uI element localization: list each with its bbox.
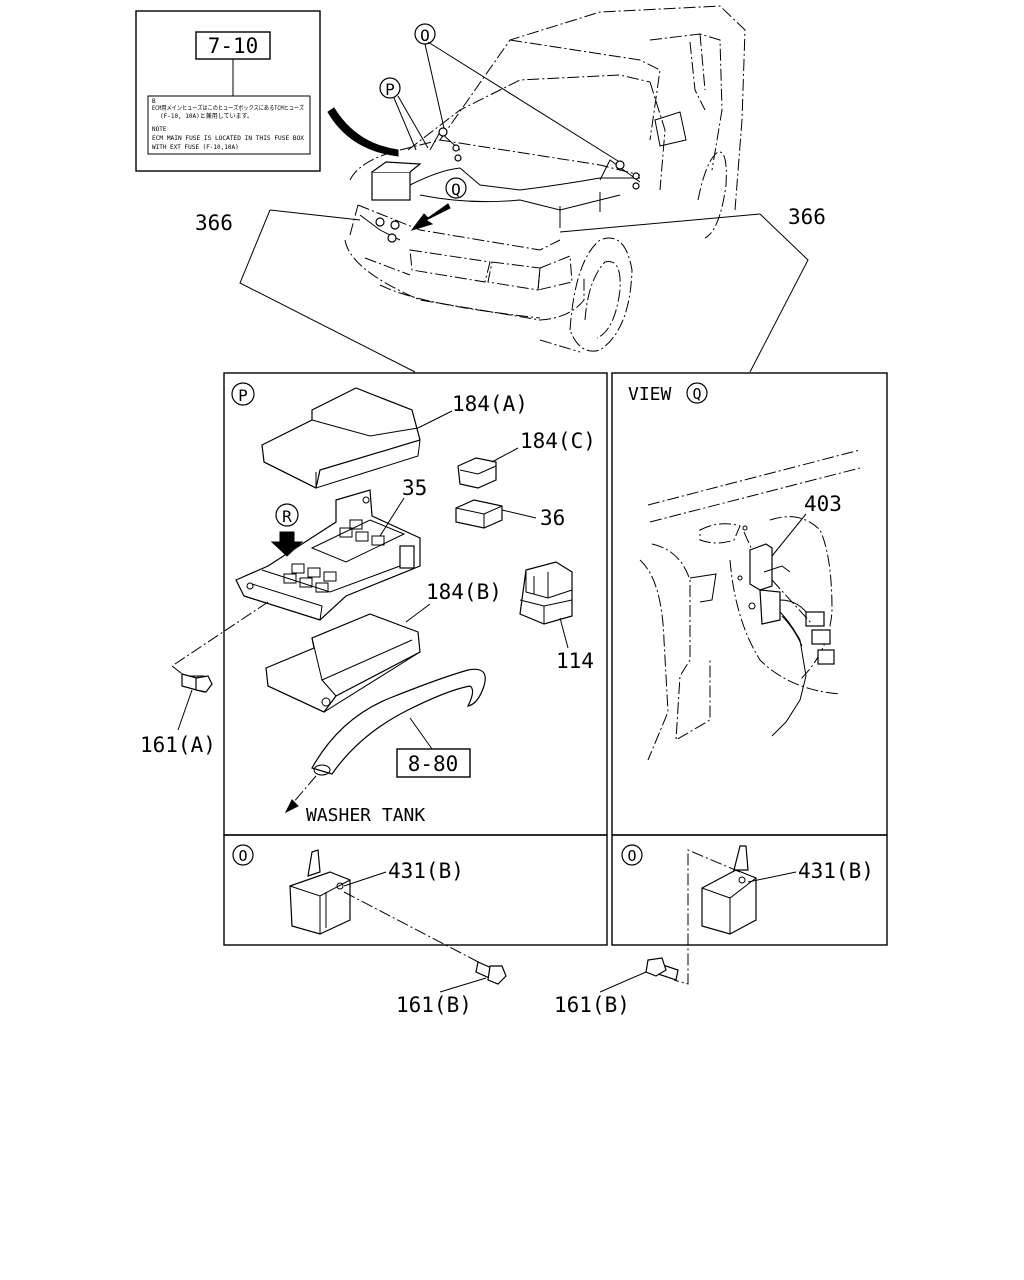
panel-o-right: O 431(B) xyxy=(611,834,888,985)
marker-o-right-label: O xyxy=(627,847,636,865)
note-en-line2: WITH EXT FUSE (F-10,10A) xyxy=(152,144,239,151)
marker-o-right xyxy=(621,844,643,866)
marker-q-top-label: Q xyxy=(451,180,461,199)
label-184a: 184(A) xyxy=(452,392,528,416)
marker-p-top xyxy=(379,77,401,99)
label-35: 35 xyxy=(402,476,427,500)
fuse-box-cover xyxy=(261,387,421,489)
washer-tank-label: WASHER TANK xyxy=(306,805,425,826)
relay-431-left xyxy=(289,849,351,935)
label-431b-right: 431(B) xyxy=(798,859,874,883)
label-36: 36 xyxy=(540,506,565,530)
note-jp-line2: (F-10, 10A)と兼用しています。 xyxy=(160,112,253,120)
bolt-161b-right xyxy=(645,957,679,981)
relay-114 xyxy=(519,561,573,625)
marker-r xyxy=(275,503,299,527)
fuse-cap xyxy=(457,457,497,489)
vehicle-illustration xyxy=(327,5,746,353)
ref-8-80: 8-80 xyxy=(408,752,459,776)
label-366-left: 366 xyxy=(195,211,233,235)
arrow-down-icon xyxy=(270,531,304,557)
note-en-line1: ECM MAIN FUSE IS LOCATED IN THIS FUSE BO… xyxy=(152,135,304,142)
label-161b-right: 161(B) xyxy=(554,993,630,1017)
panel-view-q: VIEW Q 403 xyxy=(611,372,888,836)
fuse-36 xyxy=(455,499,503,529)
sensor-403 xyxy=(749,543,835,737)
note-title: NOTE xyxy=(152,126,167,133)
label-366-right: 366 xyxy=(788,205,826,229)
note-jp-line1: ECM用メインヒューズはこのヒューズボックスにあるTCMヒューズ xyxy=(152,104,304,112)
fuse-block xyxy=(235,489,421,621)
marker-o-top-label: O xyxy=(420,26,430,45)
relay-431-right xyxy=(701,845,757,935)
label-184b: 184(B) xyxy=(426,580,502,604)
vehicle-markers: O P Q xyxy=(379,23,619,199)
marker-p-top-label: P xyxy=(385,80,395,99)
label-403: 403 xyxy=(804,492,842,516)
bolt-161a xyxy=(181,673,213,693)
label-184c: 184(C) xyxy=(520,429,596,453)
ref-7-10: 7-10 xyxy=(208,34,259,58)
label-114: 114 xyxy=(556,649,594,673)
panel-p: P 184(A) 184(C) 36 xyxy=(171,372,608,836)
ref-box-8-80 xyxy=(396,748,471,778)
marker-p-panel-label: P xyxy=(238,386,248,405)
marker-q-top xyxy=(445,177,467,199)
harness-callouts: 366 366 xyxy=(195,205,826,373)
washer-hose xyxy=(284,668,486,814)
marker-o-left xyxy=(232,844,254,866)
marker-q-view-label: Q xyxy=(692,385,701,403)
fuse-box-lower xyxy=(265,613,421,713)
note-pointer-arc xyxy=(327,107,399,157)
panel-o-left: O 431(B) xyxy=(223,834,608,967)
view-label: VIEW xyxy=(628,384,672,405)
bolt-161b-left xyxy=(475,961,507,985)
marker-p-panel xyxy=(231,382,255,406)
marker-r-label: R xyxy=(282,507,292,526)
label-161a: 161(A) xyxy=(140,733,216,757)
marker-q-view xyxy=(686,382,708,404)
note-panel: 7-10 B ECM用メインヒューズはこのヒューズボックスにあるTCMヒューズ … xyxy=(135,10,321,172)
label-431b-left: 431(B) xyxy=(388,859,464,883)
note-marker: B xyxy=(152,98,156,105)
label-161b-left: 161(B) xyxy=(396,993,472,1017)
marker-o-left-label: O xyxy=(238,847,247,865)
